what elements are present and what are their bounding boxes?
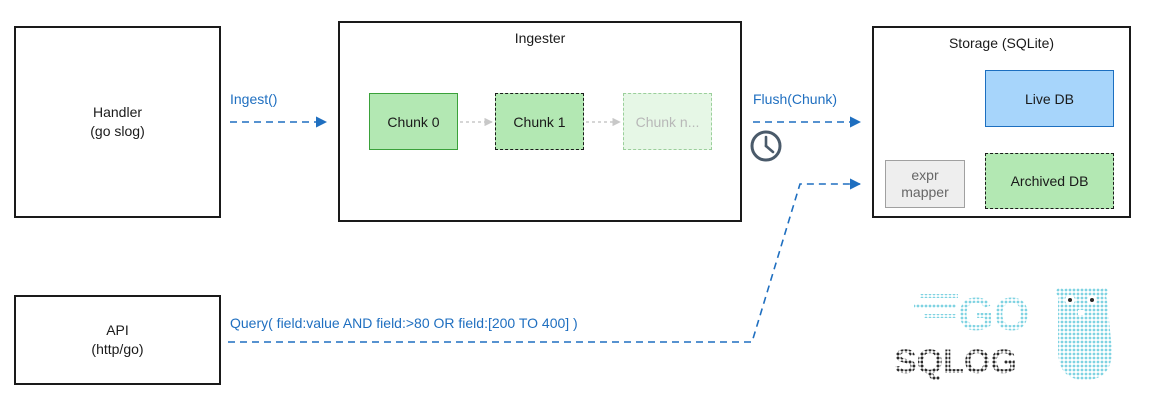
- logo-go-text: GO: [958, 288, 1030, 340]
- flush-edge-label: Flush(Chunk): [753, 91, 838, 107]
- query-arrow: [228, 178, 862, 343]
- gopher-icon: [1056, 288, 1112, 380]
- chunk-0: Chunk 0: [369, 93, 458, 150]
- api-sublabel: (http/go): [91, 341, 144, 357]
- chunk-n: Chunk n...: [623, 93, 712, 150]
- api-label: API: [106, 322, 129, 338]
- live-db: Live DB: [985, 70, 1114, 127]
- expr-mapper: expr mapper: [885, 160, 965, 208]
- handler-label: Handler: [92, 104, 143, 120]
- sqlog-logo: GO SQLOG: [894, 288, 1112, 381]
- handler-sublabel: (go slog): [90, 123, 145, 139]
- query-edge-label: Query( field:value AND field:>80 OR fiel…: [230, 315, 578, 331]
- expr-mapper-line1: expr: [911, 167, 939, 183]
- chunk-1: Chunk 1: [495, 93, 584, 150]
- api-box: API (http/go): [14, 295, 221, 385]
- handler-box: Handler (go slog): [14, 26, 221, 218]
- expr-mapper-line2: mapper: [901, 184, 949, 200]
- storage-title: Storage (SQLite): [948, 35, 1055, 51]
- archived-db: Archived DB: [985, 153, 1114, 209]
- logo-sqlog-text: SQLOG: [894, 343, 1017, 381]
- ingester-title: Ingester: [514, 30, 566, 46]
- clock-icon: [750, 130, 782, 162]
- ingest-edge-label: Ingest(): [230, 91, 278, 107]
